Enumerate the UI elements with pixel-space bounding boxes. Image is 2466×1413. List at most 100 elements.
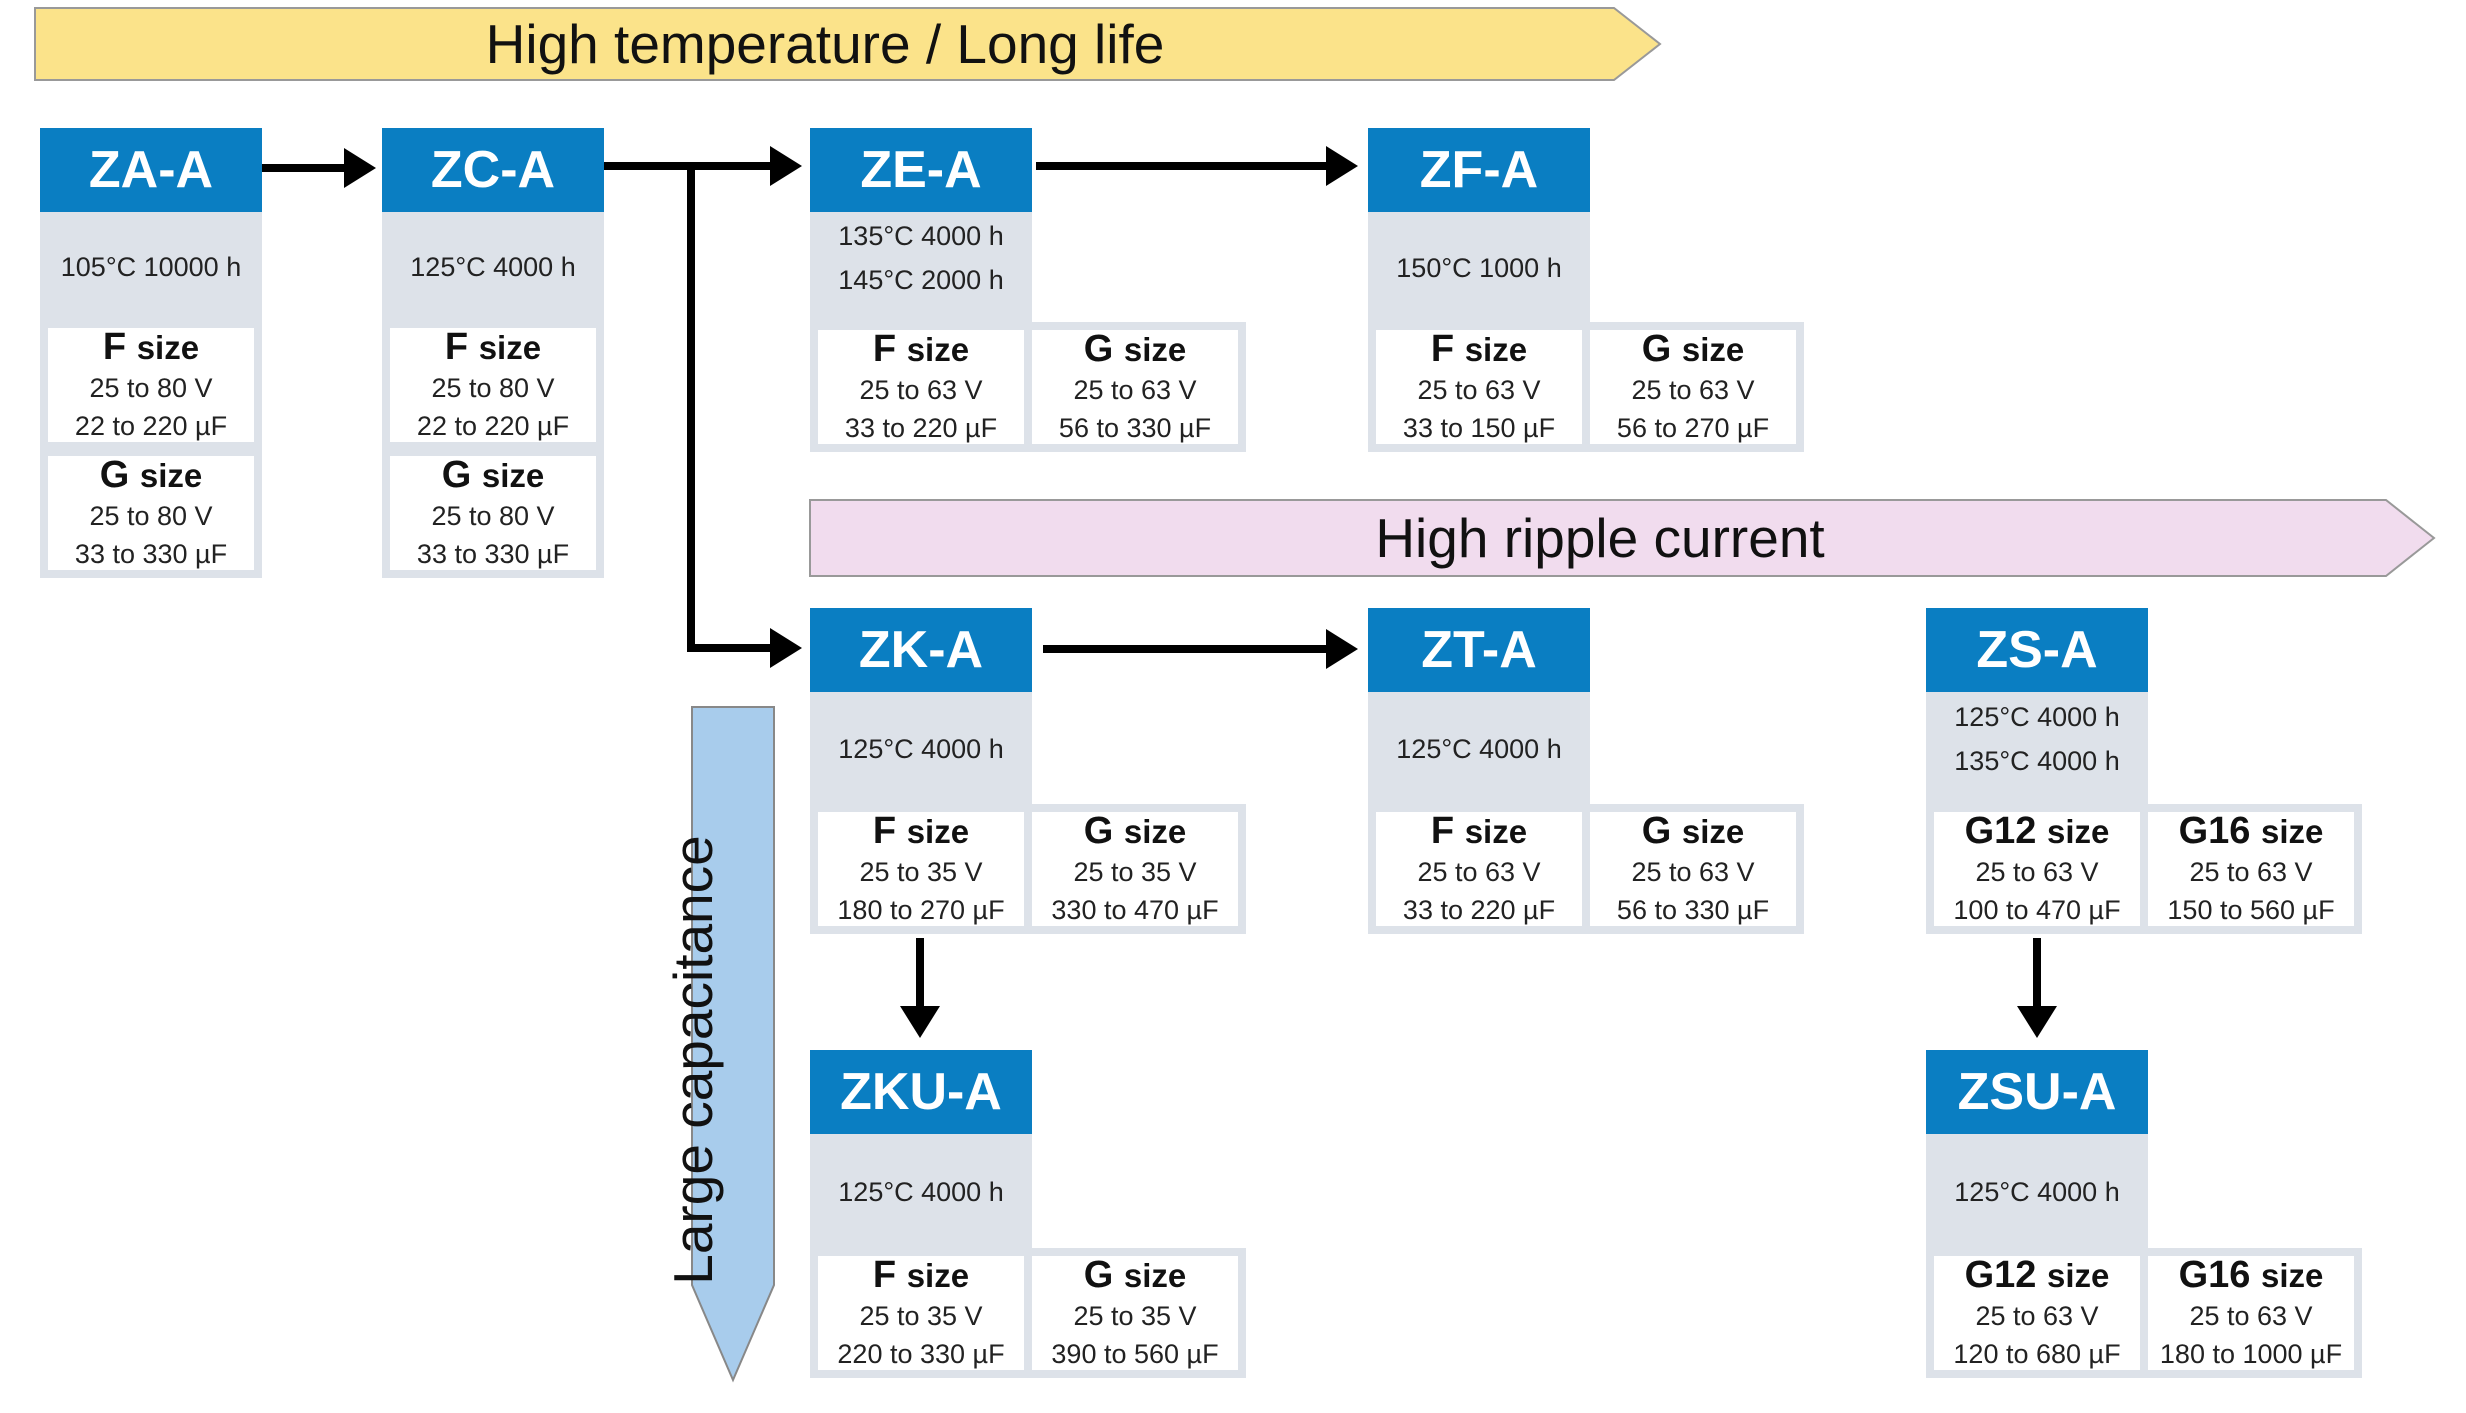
banner-high-temperature-label: High temperature / Long life [485,13,1165,75]
size-g-ze-a: G size 25 to 63 V 56 to 330 µF [1024,322,1246,452]
size-word: size [478,328,542,366]
series-name: ZA-A [40,128,262,212]
rating-line: 125°C 4000 h [1396,734,1562,764]
banner-high-ripple [809,499,2436,577]
size-voltage: 25 to 80 V [431,372,555,403]
banner-high-temperature [34,7,1662,81]
series-name: ZC-A [382,128,604,212]
size-word: size [1681,330,1745,368]
size-capacitance: 56 to 270 µF [1616,412,1770,443]
size-g-zf-a: G size 25 to 63 V 56 to 270 µF [1582,322,1804,452]
size-g16-zsu-a: G16 size 25 to 63 V 180 to 1000 µF [2140,1248,2362,1378]
banner-high-ripple-label: High ripple current [1375,507,1825,569]
size-capacitance: 120 to 680 µF [1953,1338,2121,1369]
series-name: ZE-A [810,128,1032,212]
size-code: G [441,453,472,496]
size-word: size [2047,1256,2110,1294]
size-word: size [2047,812,2110,850]
size-capacitance: 56 to 330 µF [1058,412,1212,443]
size-code: G [99,453,130,496]
size-word: size [906,330,970,368]
size-f-zf-a: F size 25 to 63 V 33 to 150 µF [1368,322,1590,452]
size-word: size [1123,1256,1187,1294]
size-f-ze-a: F size 25 to 63 V 33 to 220 µF [810,322,1032,452]
size-word: size [906,812,970,850]
size-voltage: 25 to 35 V [1073,1300,1197,1331]
size-capacitance: 330 to 470 µF [1051,894,1219,925]
size-capacitance: 33 to 220 µF [844,412,998,443]
size-f-za-a: F size 25 to 80 V 22 to 220 µF [40,320,262,450]
size-code: G [1641,809,1672,852]
size-word: size [139,456,203,494]
size-code: G12 [1964,809,2037,852]
size-word: size [1464,812,1528,850]
size-g12-zs-a: G12 size 25 to 63 V 100 to 470 µF [1926,804,2148,934]
rating-line: 145°C 2000 h [838,265,1004,295]
size-capacitance: 22 to 220 µF [416,410,570,441]
size-voltage: 25 to 63 V [1417,856,1541,887]
rating-line: 105°C 10000 h [60,252,242,282]
size-g-za-a: G size 25 to 80 V 33 to 330 µF [40,448,262,578]
size-code: F [872,809,897,852]
size-code: G [1083,327,1114,370]
size-code: F [1430,809,1455,852]
size-voltage: 25 to 80 V [89,500,213,531]
series-name: ZSU-A [1926,1050,2148,1134]
size-word: size [1681,812,1745,850]
size-word: size [1123,330,1187,368]
size-g-zk-a: G size 25 to 35 V 330 to 470 µF [1024,804,1246,934]
size-voltage: 25 to 63 V [2189,856,2313,887]
size-word: size [1123,812,1187,850]
size-voltage: 25 to 35 V [1073,856,1197,887]
size-f-zku-a: F size 25 to 35 V 220 to 330 µF [810,1248,1032,1378]
size-capacitance: 100 to 470 µF [1953,894,2121,925]
rating-line: 125°C 4000 h [838,734,1004,764]
size-capacitance: 150 to 560 µF [2167,894,2335,925]
series-name: ZF-A [1368,128,1590,212]
banner-large-capacitance [691,706,775,1383]
size-code: G [1083,1253,1114,1296]
size-word: size [2261,812,2324,850]
size-code: F [102,325,127,368]
series-name: ZT-A [1368,608,1590,692]
size-f-zc-a: F size 25 to 80 V 22 to 220 µF [382,320,604,450]
size-capacitance: 33 to 330 µF [416,538,570,569]
connector-zc-branch [604,162,695,648]
size-voltage: 25 to 63 V [1631,374,1755,405]
size-word: size [1464,330,1528,368]
size-voltage: 25 to 63 V [1631,856,1755,887]
series-name: ZKU-A [810,1050,1032,1134]
size-g-zc-a: G size 25 to 80 V 33 to 330 µF [382,448,604,578]
size-capacitance: 220 to 330 µF [837,1338,1005,1369]
rating-line: 125°C 4000 h [410,252,576,282]
size-voltage: 25 to 35 V [859,1300,983,1331]
series-name: ZS-A [1926,608,2148,692]
size-capacitance: 33 to 220 µF [1402,894,1556,925]
size-word: size [2261,1256,2324,1294]
size-capacitance: 180 to 1000 µF [2159,1338,2343,1369]
size-f-zk-a: F size 25 to 35 V 180 to 270 µF [810,804,1032,934]
rating-line: 125°C 4000 h [1954,1177,2120,1207]
size-code: G16 [2178,1253,2251,1296]
size-code: G12 [1964,1253,2037,1296]
size-voltage: 25 to 63 V [1073,374,1197,405]
size-code: F [872,1253,897,1296]
size-word: size [481,456,545,494]
size-g-zt-a: G size 25 to 63 V 56 to 330 µF [1582,804,1804,934]
size-f-zt-a: F size 25 to 63 V 33 to 220 µF [1368,804,1590,934]
rating-line: 150°C 1000 h [1396,253,1562,283]
size-g-zku-a: G size 25 to 35 V 390 to 560 µF [1024,1248,1246,1378]
size-capacitance: 180 to 270 µF [837,894,1005,925]
rating-line: 125°C 4000 h [838,1177,1004,1207]
rating-line: 125°C 4000 h [1954,702,2120,732]
size-g16-zs-a: G16 size 25 to 63 V 150 to 560 µF [2140,804,2362,934]
size-voltage: 25 to 35 V [859,856,983,887]
size-code: G [1083,809,1114,852]
size-capacitance: 56 to 330 µF [1616,894,1770,925]
size-voltage: 25 to 63 V [859,374,983,405]
size-word: size [906,1256,970,1294]
size-capacitance: 22 to 220 µF [74,410,228,441]
size-word: size [136,328,200,366]
